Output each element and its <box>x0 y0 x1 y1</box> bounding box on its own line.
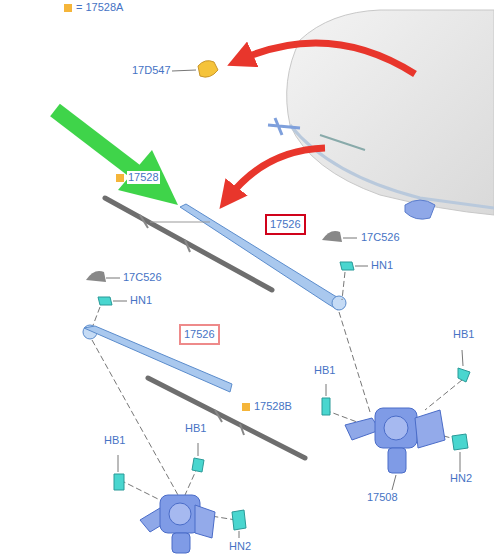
callout-number: HB1 <box>452 328 475 341</box>
legend-swatch <box>64 4 72 12</box>
callout-number: HN2 <box>228 540 252 553</box>
pointer-arrow <box>228 148 325 198</box>
nut <box>452 434 468 450</box>
callout-number: 17528B <box>253 400 293 413</box>
nut <box>232 510 246 530</box>
part-number-box: 17526 <box>179 324 220 345</box>
highlight-arrow <box>55 110 178 205</box>
washer-nozzle <box>198 61 218 77</box>
callout-number: 17D547 <box>131 64 172 77</box>
leader-line <box>172 70 196 71</box>
callout-number: 17526 <box>184 328 215 341</box>
bolt <box>192 458 204 472</box>
bolt <box>322 398 330 415</box>
wiper-blade <box>148 378 305 458</box>
wiper-arm <box>150 204 346 310</box>
wiper-motor <box>345 408 445 473</box>
bolt <box>458 368 470 382</box>
part-number-box: 17526 <box>265 214 306 235</box>
legend-entry: = 17528A <box>64 1 123 14</box>
bolt <box>114 474 124 490</box>
nut-cap <box>86 271 106 282</box>
color-marker <box>242 403 250 411</box>
pointer-arrow <box>240 43 415 74</box>
nut <box>340 262 354 270</box>
callout-number: HB1 <box>184 422 207 435</box>
leader-line <box>92 312 462 520</box>
nut-cap <box>322 231 342 242</box>
color-marker <box>116 174 124 182</box>
nut <box>98 297 112 305</box>
callout-number: HB1 <box>313 364 336 377</box>
callout-number: 17528 <box>127 171 160 184</box>
callout-number: HN1 <box>370 259 394 272</box>
callout-number: HN1 <box>129 294 153 307</box>
legend-text: = 17528A <box>76 1 123 14</box>
callout-number: 17526 <box>270 218 301 231</box>
callout-number: 17508 <box>366 491 399 504</box>
callout-number: HN2 <box>449 472 473 485</box>
wiper-motor <box>140 495 215 553</box>
callout-number: HB1 <box>103 434 126 447</box>
callout-number: 17C526 <box>360 231 401 244</box>
callout-number: 17C526 <box>122 271 163 284</box>
